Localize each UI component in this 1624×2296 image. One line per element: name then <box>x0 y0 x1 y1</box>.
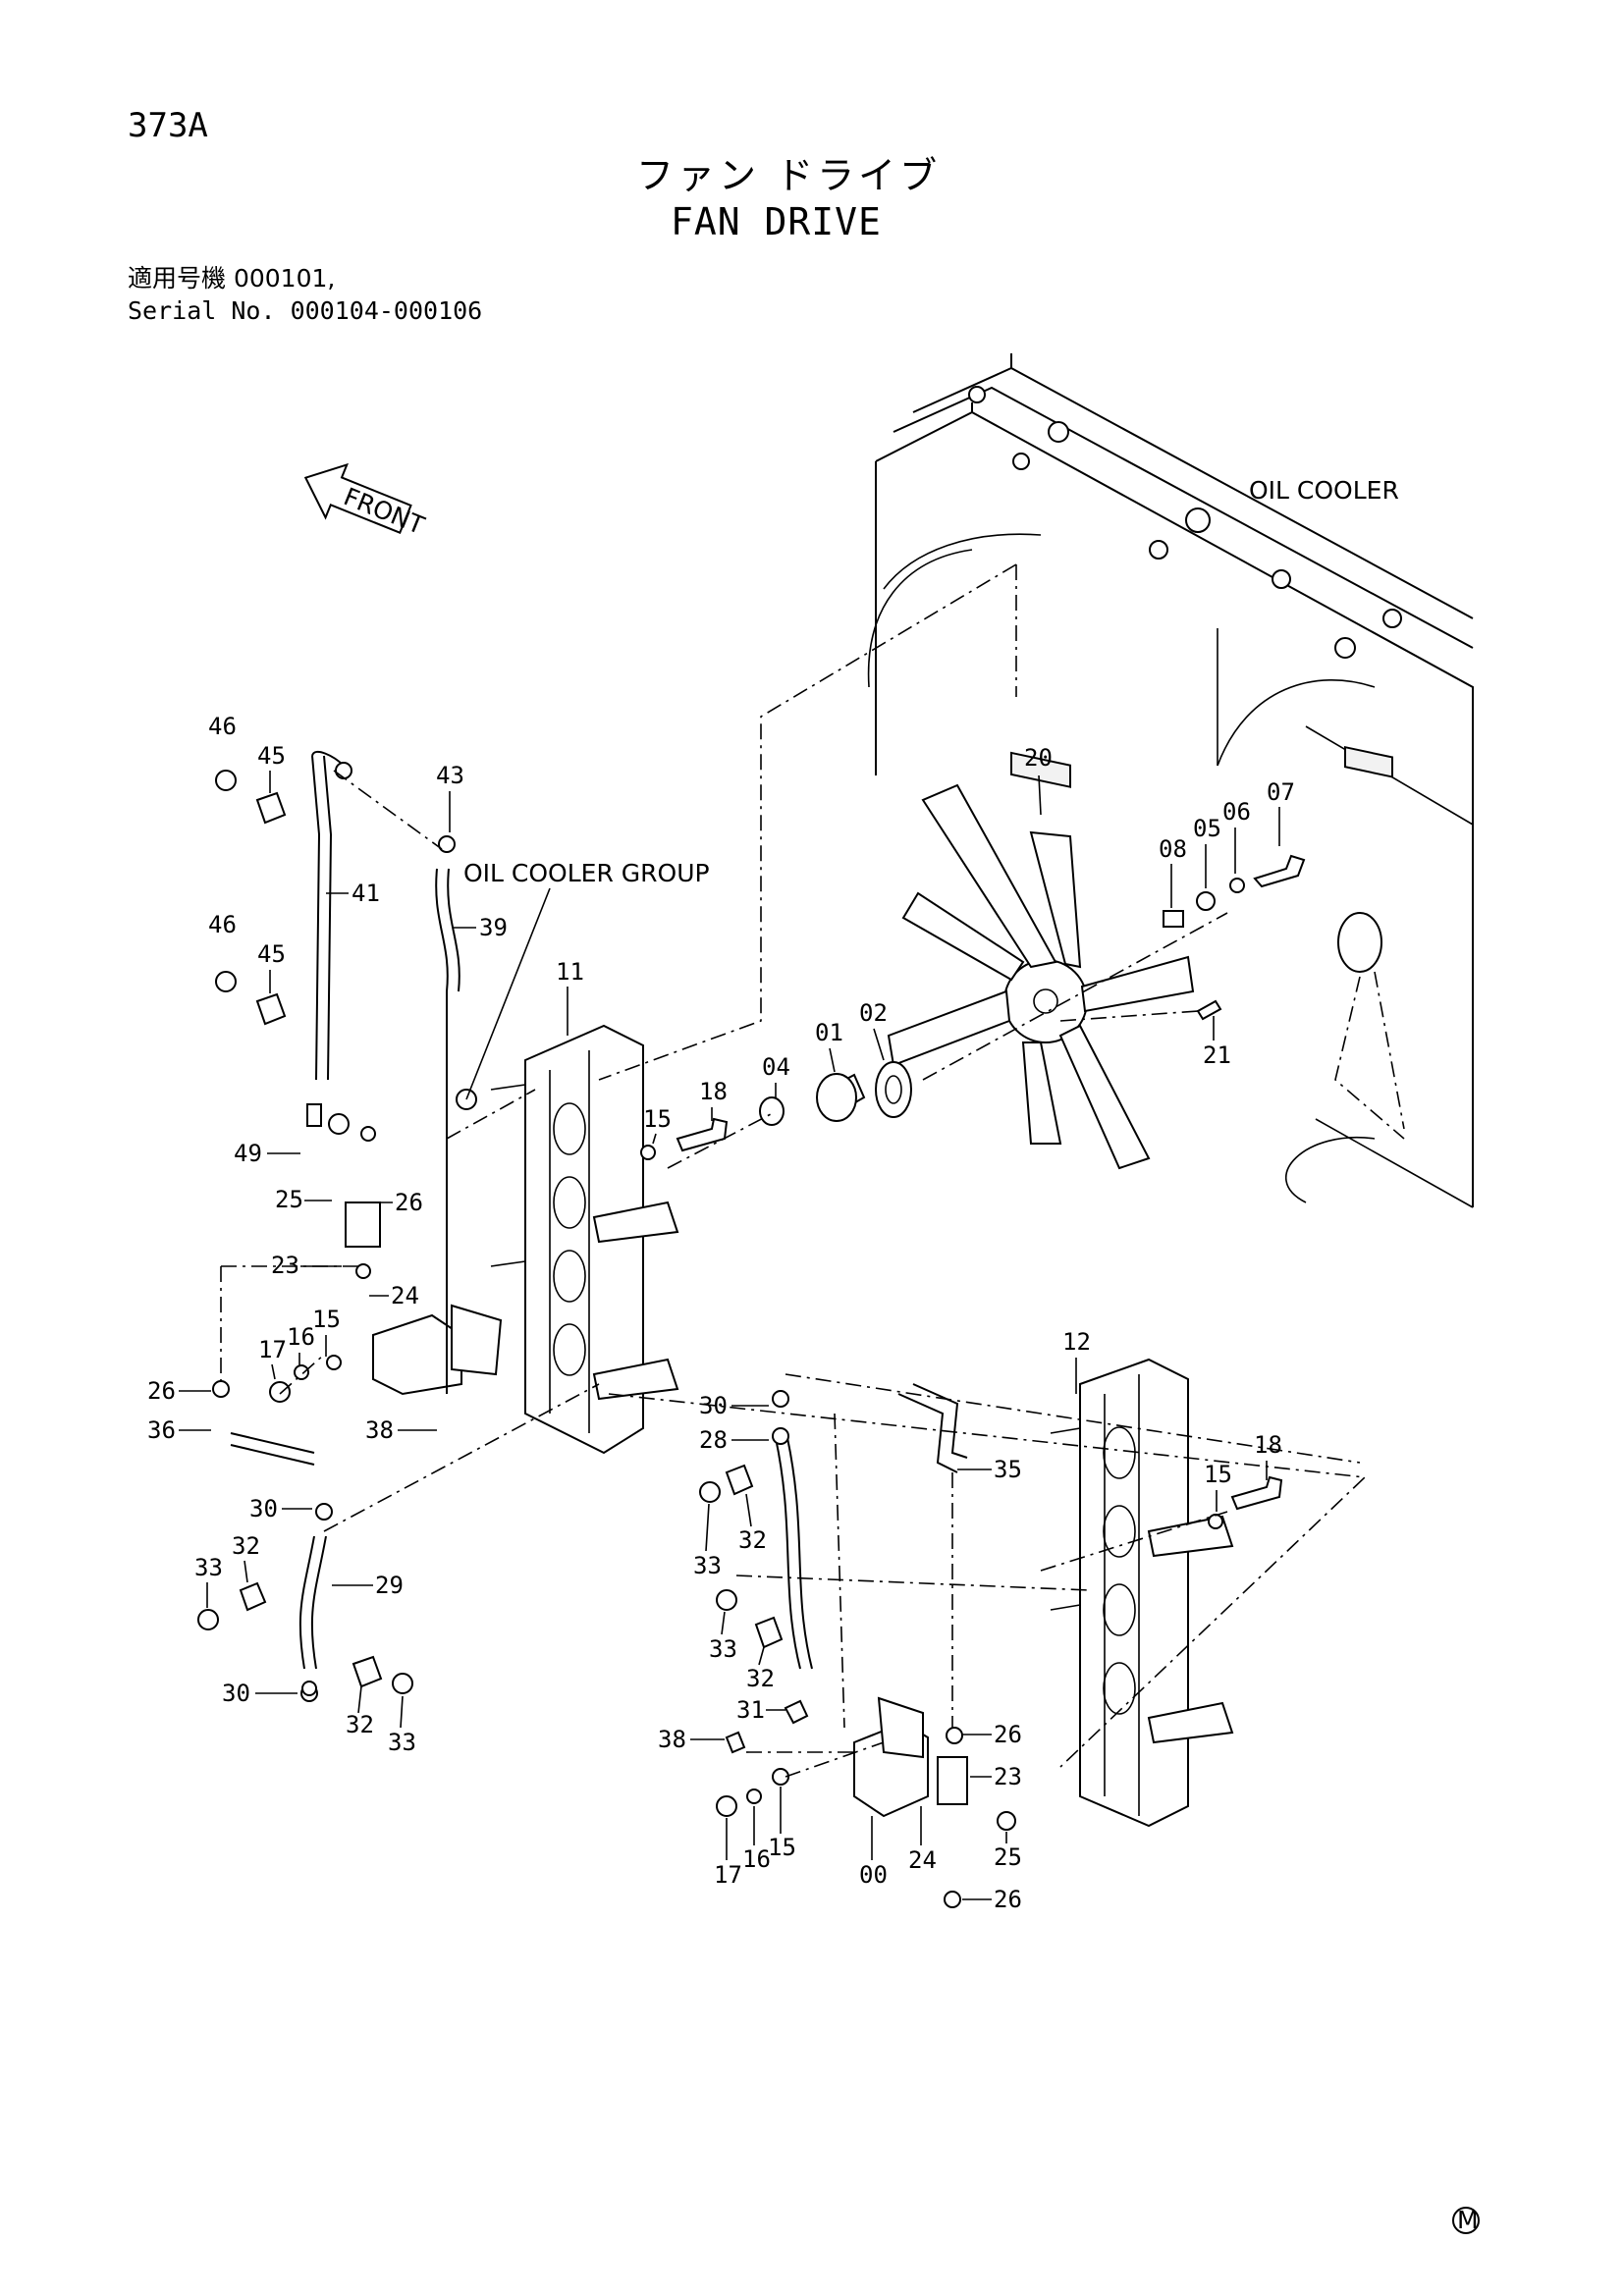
callout-18b: 18 <box>1254 1431 1282 1459</box>
callout-05: 05 <box>1193 815 1221 842</box>
callout-33c: 33 <box>693 1552 722 1579</box>
callout-08: 08 <box>1159 835 1187 863</box>
pipes <box>230 750 968 1670</box>
front-arrow: FRONT <box>303 462 429 540</box>
callout-26: 26 <box>395 1189 423 1216</box>
callout-26c: 26 <box>994 1721 1022 1748</box>
callout-32: 32 <box>232 1532 260 1560</box>
callout-33d: 33 <box>709 1635 737 1663</box>
callout-30c: 30 <box>699 1392 728 1419</box>
callout-12: 12 <box>1062 1328 1091 1356</box>
callout-16: 16 <box>287 1323 315 1351</box>
callout-18: 18 <box>699 1078 728 1105</box>
callout-01: 01 <box>815 1019 843 1046</box>
title-english: FAN DRIVE <box>671 200 882 243</box>
callout-15c: 15 <box>1204 1461 1232 1488</box>
callout-33: 33 <box>194 1554 223 1581</box>
callout-30b: 30 <box>222 1680 250 1707</box>
callout-26d: 26 <box>994 1886 1022 1913</box>
applicability-japanese: 適用号機 000101, <box>128 264 336 293</box>
callout-30: 30 <box>249 1495 278 1522</box>
callout-06: 06 <box>1222 798 1251 826</box>
callout-23: 23 <box>271 1252 299 1279</box>
callout-39: 39 <box>479 914 508 941</box>
callout-31: 31 <box>736 1696 765 1724</box>
callout-32c: 32 <box>738 1526 767 1554</box>
m-mark: M <box>1452 2206 1480 2234</box>
callout-17: 17 <box>258 1336 287 1363</box>
callout-45: 45 <box>257 742 286 770</box>
callout-15: 15 <box>643 1105 672 1133</box>
callout-32d: 32 <box>746 1665 775 1692</box>
cooling-fan <box>887 783 1195 1170</box>
callout-38: 38 <box>365 1416 394 1444</box>
callout-24b: 24 <box>908 1846 937 1874</box>
callout-21: 21 <box>1203 1041 1231 1069</box>
callout-25b: 25 <box>994 1843 1022 1871</box>
callout-16b: 16 <box>742 1845 771 1873</box>
frame-12 <box>1050 1358 1234 1828</box>
oil-cooler-group-label: OIL COOLER GROUP <box>463 859 710 887</box>
callout-25: 25 <box>275 1186 303 1213</box>
motor-right <box>853 1696 968 1818</box>
frame-11 <box>490 1024 679 1455</box>
callout-32b: 32 <box>346 1711 374 1738</box>
oil-cooler-group-leader <box>465 887 551 1100</box>
callout-29: 29 <box>375 1572 404 1599</box>
callout-35: 35 <box>994 1456 1022 1483</box>
front-label: FRONT <box>340 482 429 540</box>
serial-number: Serial No. 000104-000106 <box>128 296 483 325</box>
callout-43: 43 <box>436 762 464 789</box>
cooler-caps <box>968 386 1402 659</box>
callout-26b: 26 <box>147 1377 176 1405</box>
callout-46: 46 <box>208 713 237 740</box>
callout-33b: 33 <box>388 1729 416 1756</box>
callout-45b: 45 <box>257 940 286 968</box>
oil-cooler-label: OIL COOLER <box>1249 476 1399 505</box>
callout-46b: 46 <box>208 911 237 938</box>
fittings <box>197 762 1283 1908</box>
callout-24: 24 <box>391 1282 419 1309</box>
callout-02: 02 <box>859 999 888 1027</box>
title-japanese: ファン ドライブ <box>636 154 942 197</box>
callout-07: 07 <box>1267 778 1295 806</box>
motor-left <box>328 1113 503 1396</box>
callout-36: 36 <box>147 1416 176 1444</box>
callout-23b: 23 <box>994 1763 1022 1790</box>
callout-28: 28 <box>699 1426 728 1454</box>
fan-hub-parts <box>759 854 1306 1126</box>
callout-04: 04 <box>762 1053 790 1081</box>
callout-15b: 15 <box>312 1306 341 1333</box>
callouts: 46 45 43 41 39 46 45 11 20 07 06 05 08 0… <box>147 713 1295 1913</box>
assembly-lines <box>220 563 1405 1778</box>
callout-41: 41 <box>352 880 380 907</box>
m-mark-label: M <box>1457 2206 1479 2234</box>
callout-11: 11 <box>556 958 584 986</box>
callout-38b: 38 <box>658 1726 686 1753</box>
oil-cooler: OIL COOLER <box>867 353 1474 1208</box>
callout-20: 20 <box>1024 744 1053 772</box>
callout-00: 00 <box>859 1861 888 1889</box>
page-number: 373A <box>128 106 208 145</box>
callout-17b: 17 <box>714 1861 742 1889</box>
callout-49: 49 <box>234 1140 262 1167</box>
callout-15d: 15 <box>768 1834 796 1861</box>
